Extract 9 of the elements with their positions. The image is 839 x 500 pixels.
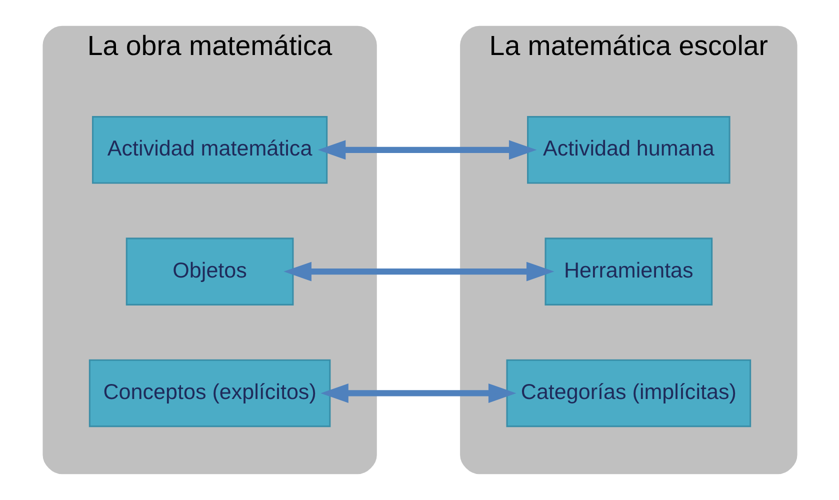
node-box: Actividad humana xyxy=(526,116,730,184)
arrow xyxy=(317,140,536,160)
arrow xyxy=(320,383,516,403)
node-box: Objetos xyxy=(125,238,294,306)
node-box: Categorías (implícitas) xyxy=(506,359,751,428)
arrow xyxy=(283,262,554,282)
node-box: Herramientas xyxy=(544,238,712,306)
node-box: Conceptos (explícitos) xyxy=(88,359,330,428)
node-box: Actividad matemática xyxy=(92,116,328,184)
